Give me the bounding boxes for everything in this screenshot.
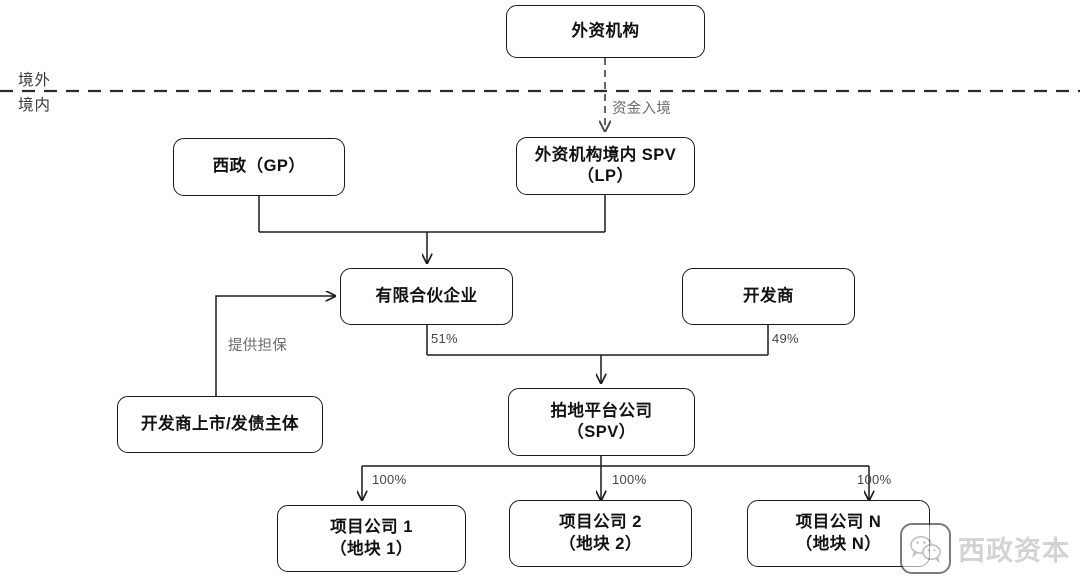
watermark-text: 西政资本 (958, 536, 1070, 567)
node-project-company-n-line-2: （地块 N） (795, 534, 882, 553)
node-project-company-2[interactable]: 项目公司 2 （地块 2） (509, 500, 692, 567)
watermark: 西政资本 (900, 523, 1070, 574)
node-foreign-onshore-spv-line-2: （LP） (577, 167, 634, 185)
node-foreign-onshore-spv[interactable]: 外资机构境内 SPV （LP） (516, 137, 695, 195)
node-developer-listed-bond-entity[interactable]: 开发商上市/发债主体 (117, 396, 323, 453)
node-project-company-1[interactable]: 项目公司 1 （地块 1） (277, 505, 466, 572)
node-project-company-1-line-1: 项目公司 1 (330, 518, 413, 537)
edge-label-capital-inflow: 资金入境 (612, 101, 672, 117)
edge-label-developer-share-49: 49% (772, 331, 799, 346)
node-foreign-institution-line-1: 外资机构 (571, 21, 640, 40)
node-developer-listed-bond-entity-line-1: 开发商上市/发债主体 (140, 414, 300, 433)
edge-label-lp-share-51: 51% (431, 331, 458, 346)
edge-label-project-2-share-100: 100% (612, 472, 647, 487)
node-land-bidding-platform[interactable]: 拍地平台公司 （SPV） (508, 388, 695, 456)
edge-label-project-n-share-100: 100% (857, 472, 892, 487)
node-project-company-n-line-1: 项目公司 N (795, 513, 882, 532)
node-limited-partnership-line-1: 有限合伙企业 (375, 286, 478, 305)
node-foreign-onshore-spv-line-1: 外资机构境内 SPV (534, 145, 677, 164)
node-project-company-2-line-2: （地块 2） (559, 534, 642, 553)
node-project-company-1-line-2: （地块 1） (330, 539, 413, 558)
node-developer[interactable]: 开发商 (682, 268, 855, 325)
wechat-icon (900, 523, 951, 574)
node-developer-line-1: 开发商 (743, 286, 794, 305)
node-foreign-institution[interactable]: 外资机构 (506, 5, 705, 58)
zone-label-onshore: 境内 (18, 97, 52, 114)
node-land-bidding-platform-line-1: 拍地平台公司 (550, 401, 653, 420)
node-land-bidding-platform-line-2: （SPV） (567, 423, 636, 441)
node-xizheng-gp[interactable]: 西政（GP） (173, 138, 345, 196)
edge-label-project-1-share-100: 100% (372, 472, 407, 487)
edge-label-provide-guarantee: 提供担保 (228, 338, 288, 354)
zone-label-offshore: 境外 (18, 72, 52, 89)
node-xizheng-gp-line-1: 西政（GP） (212, 157, 306, 176)
node-project-company-2-line-1: 项目公司 2 (559, 513, 642, 532)
node-limited-partnership[interactable]: 有限合伙企业 (340, 268, 513, 325)
